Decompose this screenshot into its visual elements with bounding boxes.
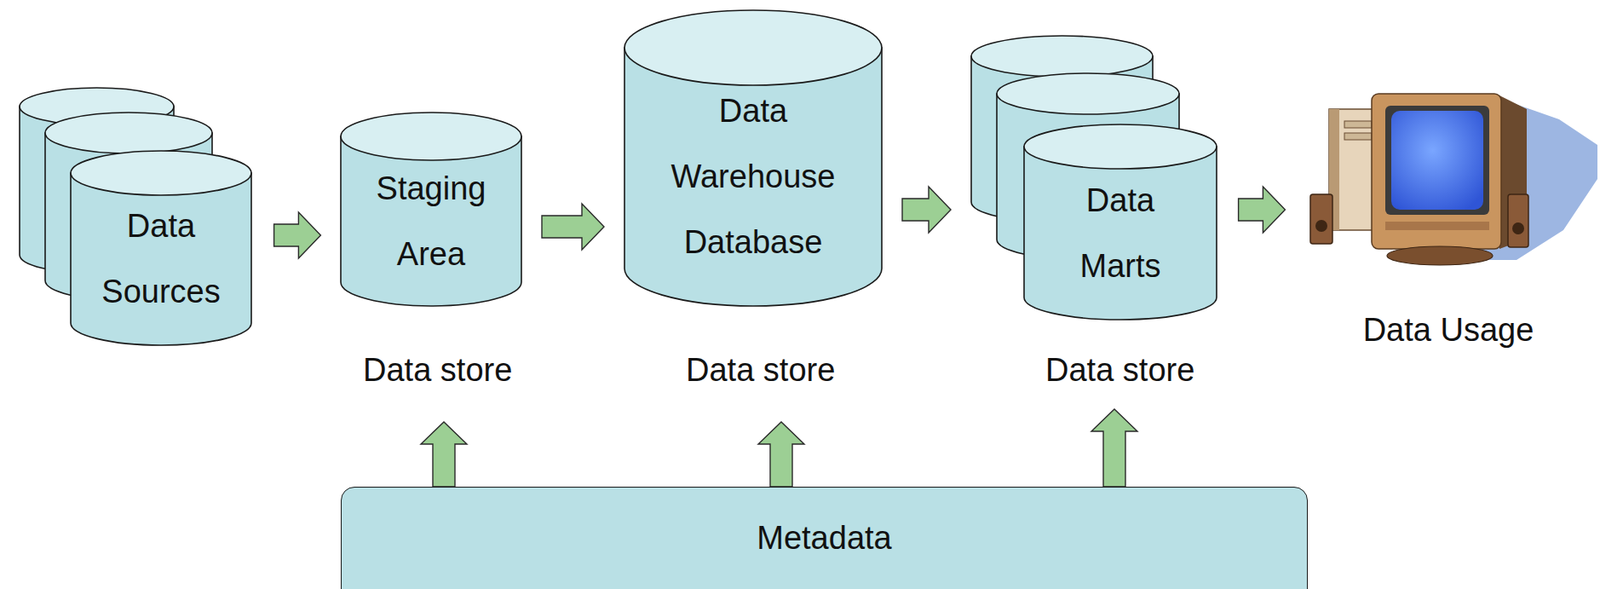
block-arrow <box>1091 408 1138 487</box>
text-area: Data Usage <box>1303 308 1594 352</box>
block-arrow <box>541 203 605 250</box>
computer-drawing <box>1310 93 1598 265</box>
text-area: Data Warehouse Database <box>624 47 882 306</box>
node-shape <box>1303 85 1594 352</box>
metadata-band: Metadata <box>340 486 1308 589</box>
store-label: Data store <box>685 351 835 389</box>
node-shape <box>339 110 524 309</box>
block-arrow <box>420 421 467 487</box>
block-arrow <box>758 421 805 487</box>
cylinder-body <box>1024 146 1217 320</box>
cylinder-top <box>996 73 1180 115</box>
cylinder-top <box>70 150 252 196</box>
node-text: Data Warehouse Database <box>671 78 836 276</box>
text-area: Data Sources <box>70 172 252 346</box>
cylinder-top <box>45 112 213 154</box>
store-label: Data store <box>1045 351 1195 389</box>
computer-icon: Data Usage <box>1303 85 1594 352</box>
block-arrow <box>902 186 951 233</box>
warehouse-cylinder: Data Warehouse Database <box>622 8 884 309</box>
cylinder-body <box>340 136 522 306</box>
node-text: Data Marts <box>1080 167 1162 300</box>
text-area: Staging Area <box>340 136 522 306</box>
text-area: Data Marts <box>1024 146 1217 320</box>
cylinder-top <box>1024 124 1217 169</box>
cylinder-body <box>624 47 882 306</box>
block-arrow <box>1238 186 1286 233</box>
cylinder-top <box>340 112 522 161</box>
node-text: Data Usage <box>1363 311 1535 349</box>
cylinder-body <box>70 172 252 346</box>
text-area: Metadata <box>341 487 1307 588</box>
block-arrow <box>274 212 322 259</box>
staging-cylinder: Staging Area <box>339 110 524 309</box>
cylinder-top <box>971 35 1153 77</box>
source-cylinders: Data Sources <box>17 85 256 350</box>
node-text: Data Sources <box>101 193 220 325</box>
mart-cylinders: Data Marts <box>969 34 1221 323</box>
node-text: Staging Area <box>376 155 487 288</box>
node-text: Metadata <box>756 519 892 557</box>
cylinder-top <box>624 10 882 86</box>
store-label: Data store <box>362 351 513 389</box>
